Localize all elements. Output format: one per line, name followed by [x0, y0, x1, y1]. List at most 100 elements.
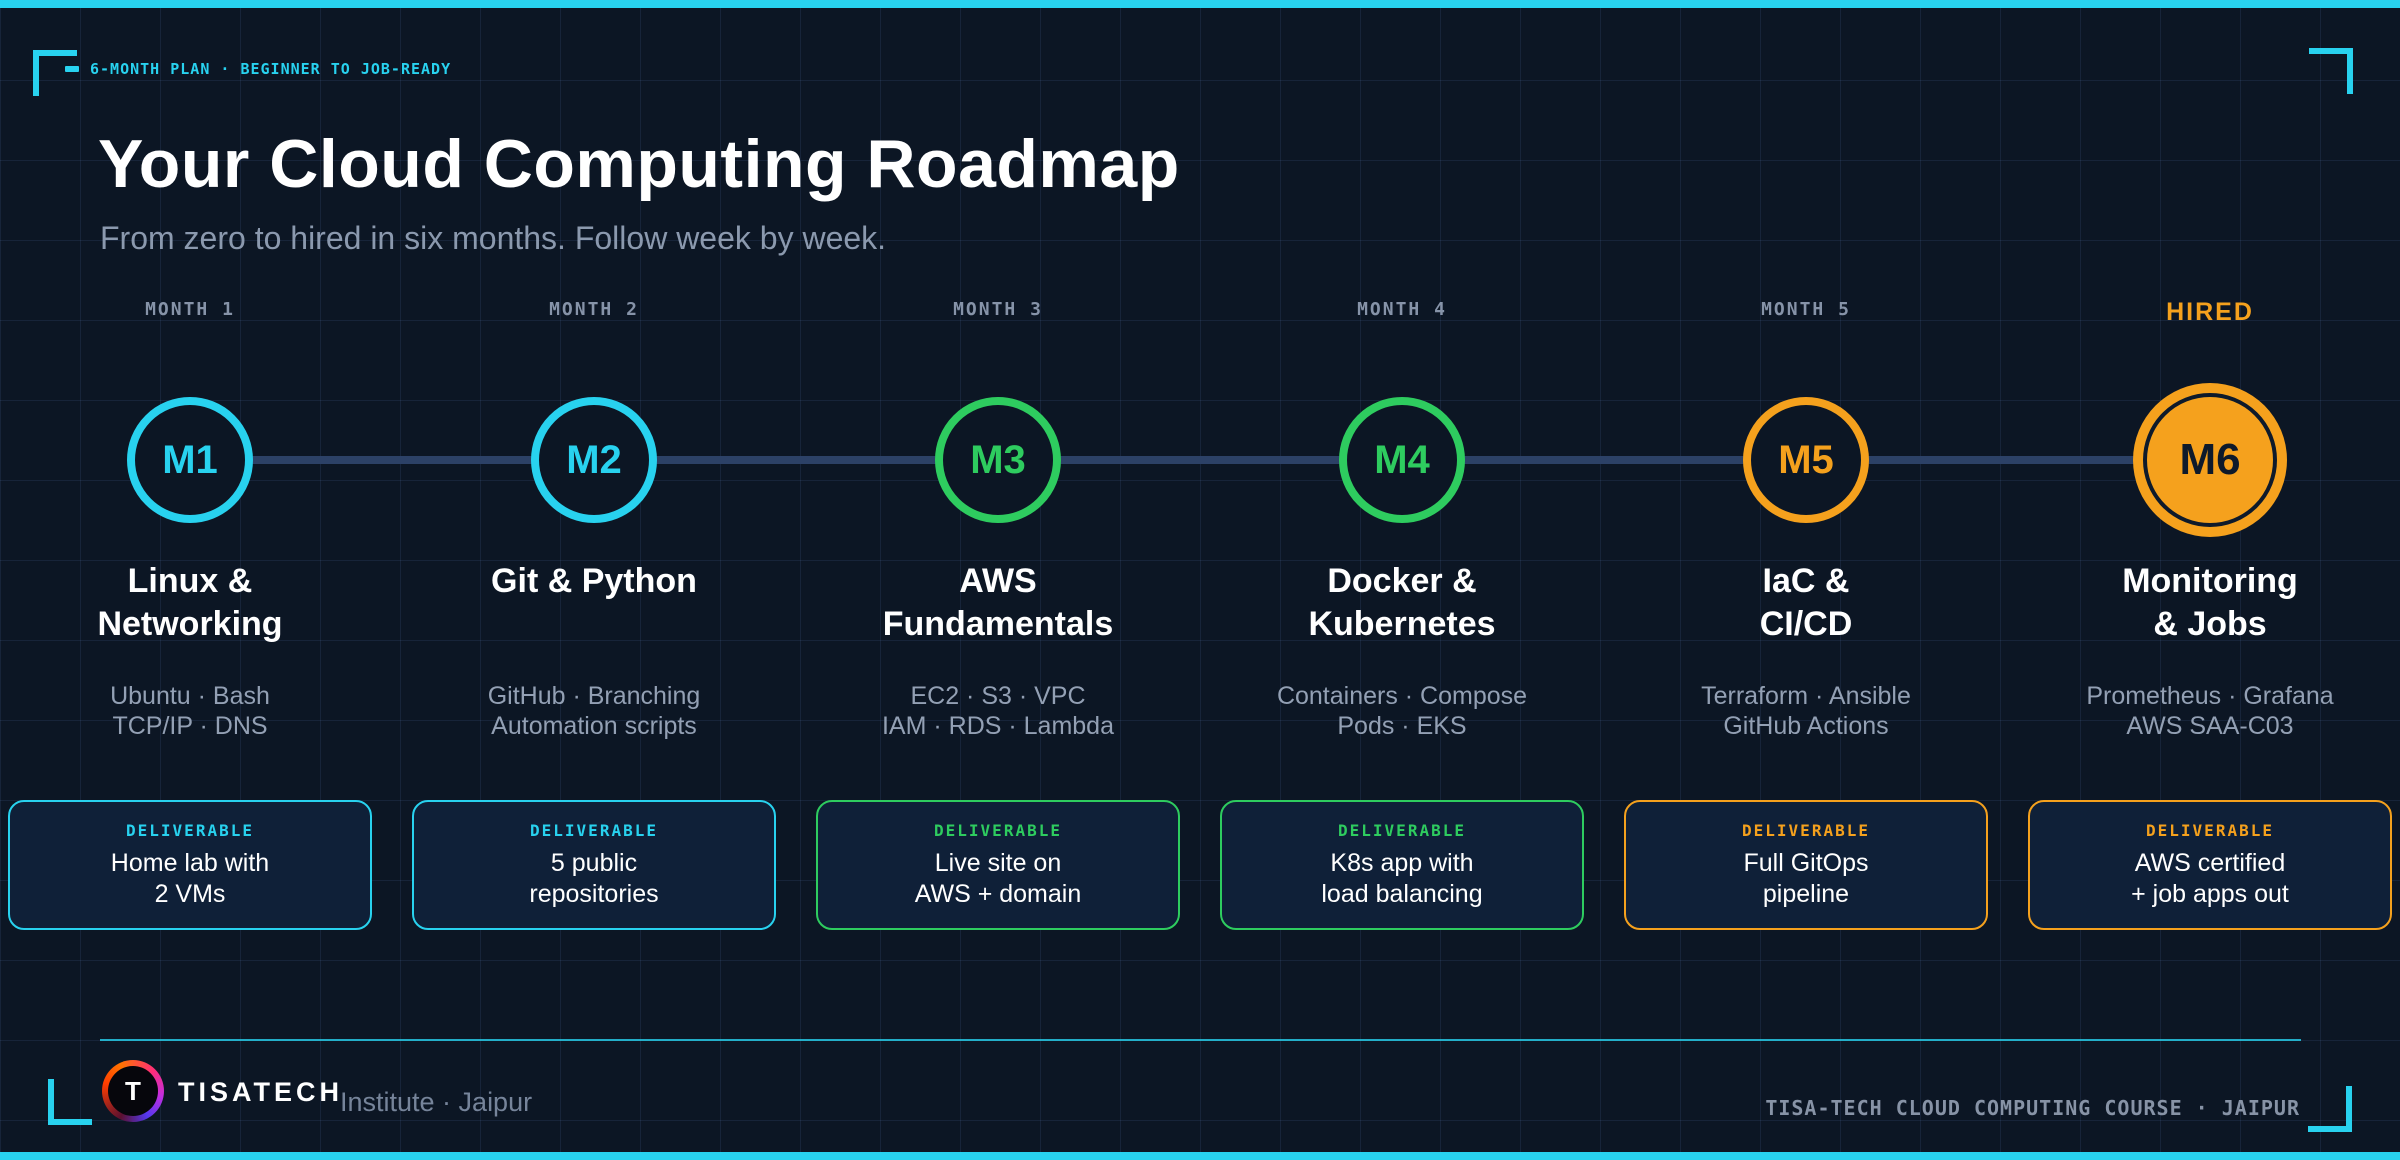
month-title-line1: AWS [959, 562, 1037, 600]
deliverable-text: K8s app with load balancing [1222, 848, 1582, 910]
month-details: Containers · Compose Pods · EKS [1220, 681, 1584, 741]
month-detail-line2: Automation scripts [491, 712, 697, 740]
corner-bracket-top-left [33, 50, 77, 96]
deliverable-text: Live site on AWS + domain [818, 848, 1178, 910]
bottom-accent-bar [0, 1152, 2400, 1160]
month-title: Docker & Kubernetes [1220, 560, 1584, 646]
month-detail-line1: Terraform · Ansible [1701, 682, 1911, 710]
month-title: AWS Fundamentals [816, 560, 1180, 646]
milestone-node-m6: M6 [2133, 383, 2287, 537]
month-details: EC2 · S3 · VPC IAM · RDS · Lambda [816, 681, 1180, 741]
month-title-line1: Monitoring [2122, 562, 2298, 600]
deliverable-card: DELIVERABLE K8s app with load balancing [1220, 800, 1584, 930]
milestone-node-m4: M4 [1339, 397, 1465, 523]
deliverable-line2: 2 VMs [154, 880, 226, 908]
hired-label: HIRED [2166, 298, 2254, 326]
deliverable-text: AWS certified + job apps out [2030, 848, 2390, 910]
month-title: IaC & CI/CD [1624, 560, 1988, 646]
deliverable-card: DELIVERABLE 5 public repositories [412, 800, 776, 930]
month-title: Monitoring & Jobs [2028, 560, 2392, 646]
corner-bracket-bottom-left [48, 1079, 92, 1125]
month-details: Ubuntu · Bash TCP/IP · DNS [8, 681, 372, 741]
node-label: M1 [162, 437, 218, 482]
deliverable-line1: Live site on [934, 849, 1062, 877]
footer-location: Institute · Jaipur [340, 1087, 533, 1117]
node-label: M3 [970, 437, 1026, 482]
month-column-5: MONTH 5 M5 IaC & CI/CD Terraform · Ansib… [1624, 296, 1988, 936]
month-detail-line2: IAM · RDS · Lambda [881, 712, 1114, 740]
deliverable-line2: pipeline [1762, 880, 1850, 908]
month-column-2: MONTH 2 M2 Git & Python GitHub · Branchi… [412, 296, 776, 936]
month-title-line2: Kubernetes [1308, 605, 1496, 643]
month-column-3: MONTH 3 M3 AWS Fundamentals EC2 · S3 · V… [816, 296, 1180, 936]
month-label: MONTH 3 [953, 299, 1043, 320]
month-title-line1: Git & Python [491, 562, 697, 600]
month-detail-line1: Prometheus · Grafana [2086, 682, 2334, 710]
month-detail-line2: Pods · EKS [1337, 712, 1467, 740]
deliverable-line2: repositories [529, 880, 659, 908]
footer-divider [100, 1039, 2301, 1041]
deliverable-label: DELIVERABLE [2146, 821, 2274, 840]
top-accent-bar [0, 0, 2400, 8]
deliverable-text: Home lab with 2 VMs [10, 848, 370, 910]
deliverable-line1: 5 public [550, 849, 638, 877]
timeline-connector [190, 456, 2210, 464]
page-subtitle: From zero to hired in six months. Follow… [100, 220, 887, 256]
month-label: MONTH 2 [549, 299, 639, 320]
month-label: MONTH 1 [145, 299, 235, 320]
brand-wordmark: TISATECH [178, 1077, 343, 1107]
deliverable-line2: + job apps out [2131, 880, 2289, 908]
month-title: Git & Python [412, 560, 776, 603]
deliverable-line1: K8s app with [1330, 849, 1474, 877]
corner-bracket-bottom-right [2308, 1086, 2352, 1132]
month-label: MONTH 5 [1761, 299, 1851, 320]
milestone-node-m3: M3 [935, 397, 1061, 523]
node-label: M6 [2179, 435, 2241, 484]
month-title-line2: CI/CD [1759, 605, 1853, 643]
footer-course-text: TISA-TECH CLOUD COMPUTING COURSE · JAIPU… [1765, 1096, 2300, 1120]
deliverable-label: DELIVERABLE [934, 821, 1062, 840]
logo-initial: T [108, 1066, 158, 1116]
deliverable-label: DELIVERABLE [126, 821, 254, 840]
month-title-line1: Linux & [127, 562, 253, 600]
corner-bracket-top-right [2309, 48, 2353, 94]
deliverable-line1: AWS certified [2134, 849, 2286, 877]
deliverable-text: Full GitOps pipeline [1626, 848, 1986, 910]
node-label: M5 [1778, 437, 1834, 482]
month-label: MONTH 4 [1357, 299, 1447, 320]
month-column-6: HIRED M6 Monitoring & Jobs Prometheus · … [2028, 296, 2392, 936]
month-title-line2: Networking [97, 605, 283, 643]
node-label: M4 [1374, 437, 1430, 482]
month-column-1: MONTH 1 M1 Linux & Networking Ubuntu · B… [8, 296, 372, 936]
deliverable-card: DELIVERABLE AWS certified + job apps out [2028, 800, 2392, 930]
deliverable-label: DELIVERABLE [1742, 821, 1870, 840]
deliverable-label: DELIVERABLE [530, 821, 658, 840]
month-title-line1: Docker & [1327, 562, 1477, 600]
deliverable-card: DELIVERABLE Full GitOps pipeline [1624, 800, 1988, 930]
milestone-node-m5: M5 [1743, 397, 1869, 523]
month-details: Prometheus · Grafana AWS SAA-C03 [2028, 681, 2392, 741]
month-title-line2: Fundamentals [882, 605, 1114, 643]
deliverable-label: DELIVERABLE [1338, 821, 1466, 840]
deliverable-line2: load balancing [1321, 880, 1483, 908]
node-label: M2 [566, 437, 622, 482]
month-detail-line1: EC2 · S3 · VPC [910, 682, 1086, 710]
month-detail-line1: Ubuntu · Bash [110, 682, 270, 710]
milestone-node-m2: M2 [531, 397, 657, 523]
deliverable-line1: Full GitOps [1743, 849, 1869, 877]
deliverable-line2: AWS + domain [914, 880, 1082, 908]
month-details: Terraform · Ansible GitHub Actions [1624, 681, 1988, 741]
deliverable-card: DELIVERABLE Live site on AWS + domain [816, 800, 1180, 930]
milestone-node-m1: M1 [127, 397, 253, 523]
month-title-line1: IaC & [1762, 562, 1850, 600]
month-detail-line2: GitHub Actions [1723, 712, 1889, 740]
tisatech-logo-icon: T [102, 1060, 164, 1122]
month-detail-line2: AWS SAA-C03 [2126, 712, 2294, 740]
month-details: GitHub · Branching Automation scripts [412, 681, 776, 741]
deliverable-text: 5 public repositories [414, 848, 774, 910]
eyebrow-dash-icon [65, 66, 79, 72]
page-title: Your Cloud Computing Roadmap [98, 126, 1180, 202]
month-title-line2: & Jobs [2153, 605, 2267, 643]
month-title: Linux & Networking [8, 560, 372, 646]
month-detail-line1: Containers · Compose [1276, 682, 1528, 710]
